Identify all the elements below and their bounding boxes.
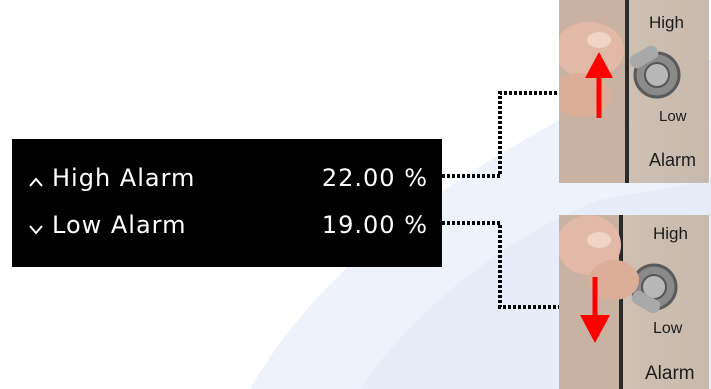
switch-alarm-label: Alarm bbox=[645, 363, 695, 384]
switch-alarm-label: Alarm bbox=[649, 150, 697, 170]
lcd-display: High Alarm 22.00 % Low Alarm 19.00 % bbox=[12, 139, 442, 267]
low-alarm-value: 19.00 % bbox=[321, 211, 428, 239]
arrow-down-icon bbox=[580, 277, 610, 343]
arrow-up-icon bbox=[585, 52, 613, 118]
switch-high-label: High bbox=[649, 13, 684, 32]
low-alarm-row: Low Alarm 19.00 % bbox=[12, 206, 442, 246]
high-alarm-row: High Alarm 22.00 % bbox=[12, 159, 442, 199]
high-alarm-value: 22.00 % bbox=[321, 164, 428, 192]
switch-low-label: Low bbox=[653, 320, 683, 337]
chevron-up-icon bbox=[28, 168, 44, 196]
switch-up-illustration bbox=[559, 0, 681, 183]
switch-down-illustration bbox=[559, 215, 678, 389]
chevron-down-icon bbox=[28, 215, 44, 243]
switch-photo-high: High Low Alarm bbox=[559, 0, 709, 183]
switch-high-label: High bbox=[653, 224, 688, 243]
switch-low-label: Low bbox=[659, 108, 687, 125]
low-alarm-label: Low Alarm bbox=[52, 211, 187, 239]
switch-photo-low: High Low Alarm bbox=[559, 215, 709, 389]
high-alarm-label: High Alarm bbox=[52, 164, 196, 192]
